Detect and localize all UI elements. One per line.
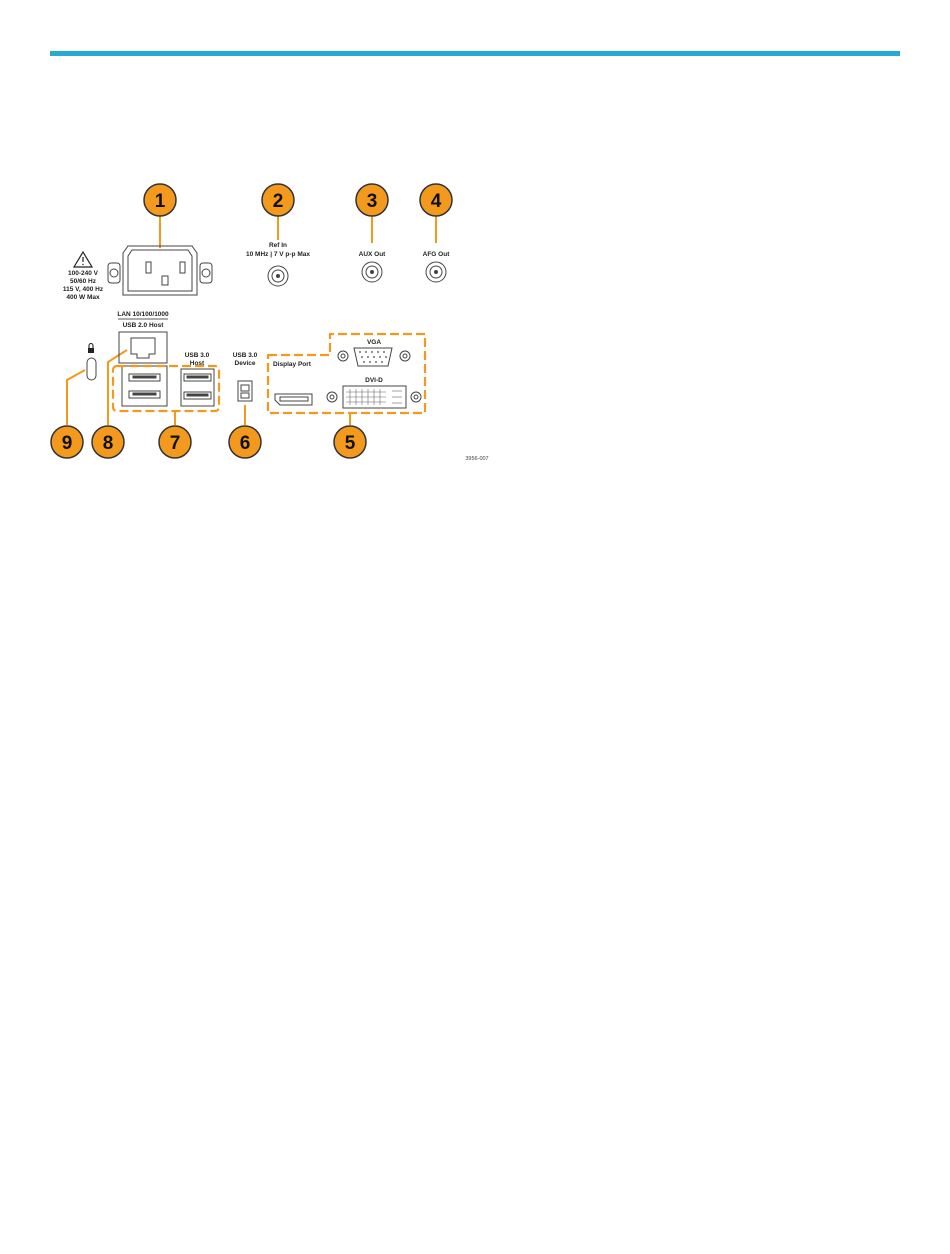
callout-6: 6: [229, 426, 261, 458]
usb-group-highlight: [113, 366, 219, 411]
aux-out-connector: [362, 262, 382, 282]
usb3-device-label: USB 3.0: [233, 352, 258, 359]
usb3-device-port: [238, 381, 252, 401]
ref-in-spec: 10 MHz | 7 V p-p Max: [246, 251, 310, 258]
callout-3: 3: [356, 184, 388, 216]
display-port-label: Display Port: [273, 361, 312, 368]
dvi-d-connector: [327, 386, 421, 408]
svg-text:8: 8: [103, 433, 114, 454]
afg-out-label: AFG Out: [423, 251, 451, 258]
power-rating-line1: 100-240 V: [68, 270, 99, 277]
usb3-host-label: USB 3.0: [185, 352, 210, 359]
lock-icon: [88, 344, 94, 354]
svg-text:7: 7: [170, 433, 181, 454]
svg-text:4: 4: [431, 191, 442, 212]
callout-1: 1: [144, 184, 176, 216]
warning-icon: [74, 252, 92, 267]
lan-port: [119, 332, 167, 363]
figure-id: 3956-007: [465, 456, 488, 462]
callout-9: 9: [51, 426, 83, 458]
vga-label: VGA: [367, 339, 381, 346]
power-rating-line2: 50/60 Hz: [70, 278, 97, 285]
svg-text:3: 3: [367, 191, 378, 212]
power-rating-line4: 400 W Max: [66, 294, 100, 301]
vga-connector: [338, 348, 410, 366]
usb2-ports: [122, 366, 167, 406]
aux-out-label: AUX Out: [359, 251, 387, 258]
svg-text:6: 6: [240, 433, 251, 454]
lan-label: LAN 10/100/1000: [117, 311, 169, 318]
security-lock-slot: [87, 358, 96, 380]
svg-text:9: 9: [62, 433, 73, 454]
usb2-host-label: USB 2.0 Host: [123, 322, 165, 329]
callout-2: 2: [262, 184, 294, 216]
svg-text:2: 2: [273, 191, 284, 212]
dvi-d-label: DVI-D: [365, 377, 383, 384]
usb3-device-label-2: Device: [235, 360, 256, 367]
callout-5: 5: [334, 426, 366, 458]
usb3-host-ports: [181, 369, 214, 406]
svg-text:5: 5: [345, 433, 356, 454]
ref-in-connector: [268, 266, 288, 286]
rear-panel-diagram: 100-240 V 50/60 Hz 115 V, 400 Hz 400 W M…: [0, 0, 950, 500]
svg-text:1: 1: [155, 191, 166, 212]
power-inlet: [108, 246, 212, 295]
callout-7: 7: [159, 426, 191, 458]
callout-4: 4: [420, 184, 452, 216]
ref-in-label: Ref In: [269, 242, 287, 249]
callout-8: 8: [92, 426, 124, 458]
power-rating-line3: 115 V, 400 Hz: [63, 286, 104, 293]
display-port-connector: [275, 394, 312, 405]
afg-out-connector: [426, 262, 446, 282]
